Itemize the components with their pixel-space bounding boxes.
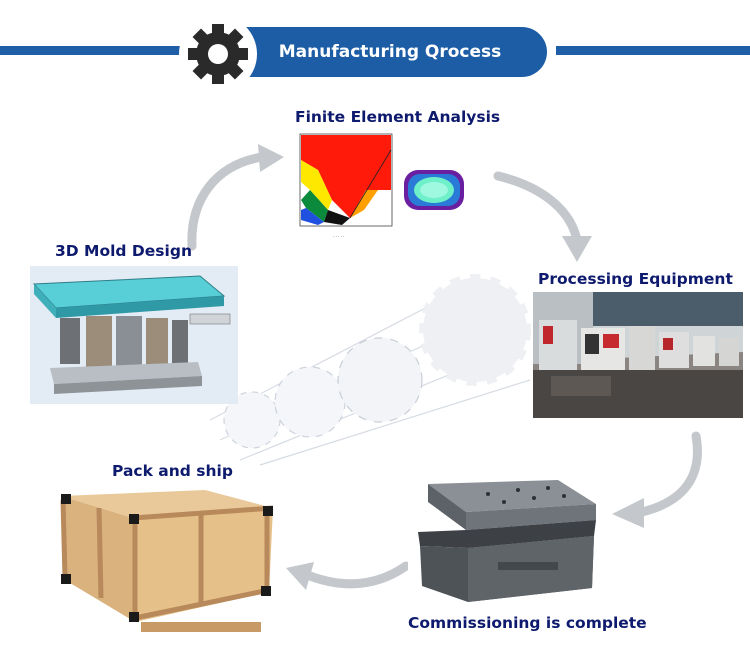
fea-part-image bbox=[400, 165, 468, 215]
header-rule-left bbox=[0, 46, 190, 55]
fea-chart-image: · · · · · bbox=[288, 130, 396, 242]
header-rule-right bbox=[556, 46, 750, 55]
svg-text:· · · · ·: · · · · · bbox=[333, 234, 344, 239]
step-label-commissioning-complete: Commissioning is complete bbox=[408, 614, 647, 632]
step-label-pack-and-ship: Pack and ship bbox=[112, 462, 233, 480]
background-gears bbox=[210, 270, 540, 470]
finished-mold-photo bbox=[408, 476, 600, 610]
processing-equipment-photo bbox=[533, 292, 743, 418]
page-title: Manufacturing Qrocess bbox=[278, 42, 502, 62]
gear-icon bbox=[178, 14, 258, 94]
step-label-finite-element-analysis: Finite Element Analysis bbox=[295, 108, 501, 126]
header-banner bbox=[205, 27, 547, 77]
mold-design-render bbox=[30, 266, 238, 404]
wooden-crate-photo bbox=[55, 488, 285, 636]
step-label-3d-mold-design: 3D Mold Design bbox=[55, 242, 192, 260]
step-label-processing-equipment: Processing Equipment bbox=[538, 270, 733, 288]
